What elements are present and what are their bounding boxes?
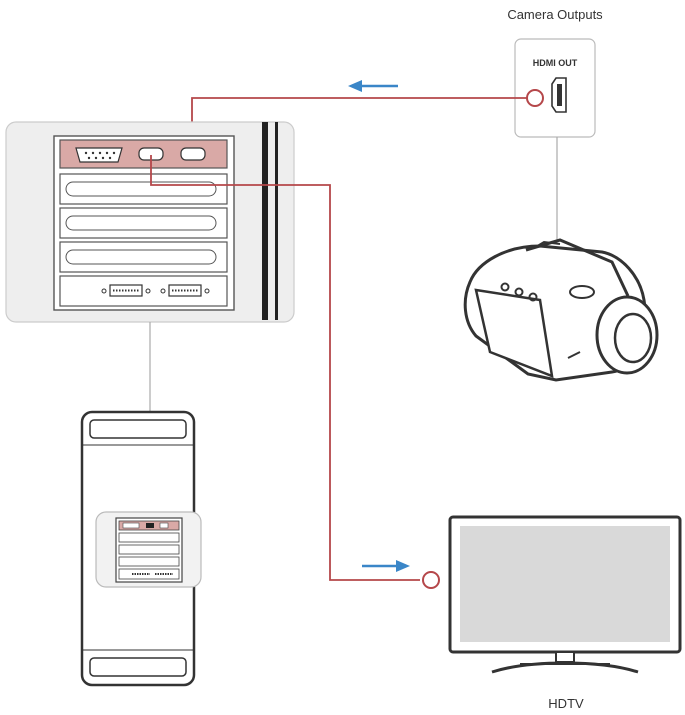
- camera-outputs-label: Camera Outputs: [507, 7, 603, 22]
- hdtv-label: HDTV: [548, 696, 584, 711]
- tv-hdmi-jack-icon: [422, 571, 440, 589]
- tower-computer-icon: [80, 410, 202, 687]
- arrow-left-icon: [348, 80, 398, 92]
- hdmi-port-icon: [551, 77, 567, 113]
- vga-port-icon: [75, 147, 123, 163]
- dvi-port-icon: [101, 284, 151, 297]
- hdmi-output-cable: [150, 155, 420, 581]
- card-slot-dvi: [59, 275, 228, 307]
- capture-card-panel: [5, 121, 295, 323]
- hdmi-input-port-icon: [180, 147, 206, 161]
- video-camera-icon: [463, 238, 659, 382]
- arrow-right-icon: [362, 560, 410, 572]
- hdmi-out-label: HDMI OUT: [533, 58, 578, 68]
- hdmi-out-panel: HDMI OUT: [514, 38, 596, 138]
- hdmi-out-jack-icon: [526, 89, 544, 107]
- television-icon: [448, 515, 682, 674]
- dvi-port-icon: [160, 284, 210, 297]
